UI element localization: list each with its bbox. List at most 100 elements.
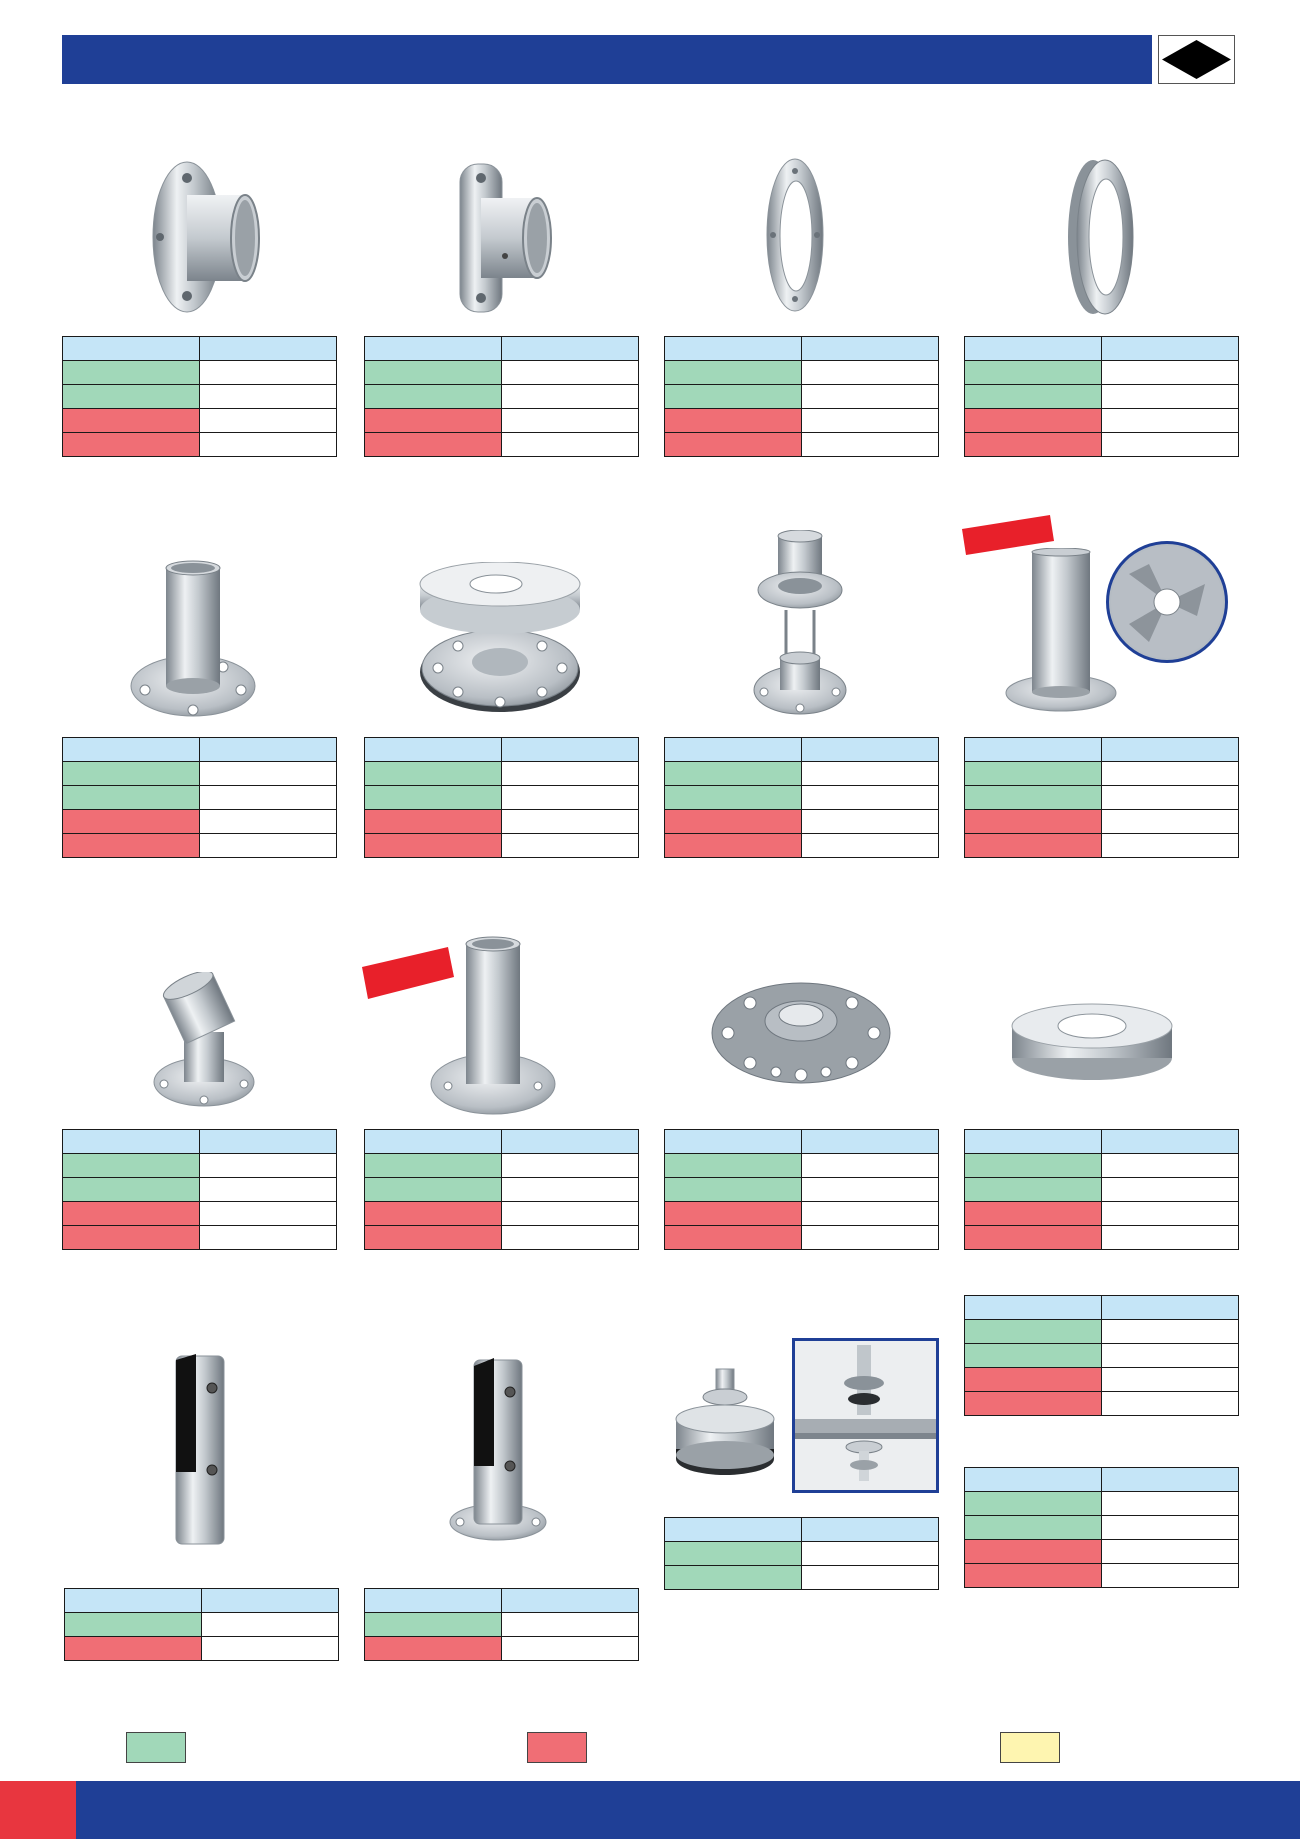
table-value-cell [199,336,337,361]
table-value-cell [501,408,639,433]
table-row [62,833,337,858]
table-row [664,1177,939,1202]
table-label-cell [664,1129,802,1154]
table-label-cell [364,1129,502,1154]
table-label-cell [64,1612,202,1637]
table-label-cell [664,833,802,858]
table-header-row [964,1129,1239,1154]
table-row [64,1636,339,1661]
table-row [364,1177,639,1202]
table-label-cell [964,833,1102,858]
table-label-cell [664,408,802,433]
table-label-cell [664,1225,802,1250]
base-plate-icon [710,975,892,1087]
table-label-cell [964,1343,1102,1368]
table-row [964,1491,1239,1516]
legend-yellow-swatch [1000,1732,1060,1763]
table-value-cell [199,408,337,433]
legend-red-swatch [527,1732,587,1763]
round-base-plate-spec-table [664,1129,939,1250]
table-row [62,384,337,409]
table-label-cell [664,336,802,361]
table-label-cell [964,432,1102,457]
table-label-cell [64,1588,202,1613]
table-value-cell [801,384,939,409]
table-value-cell [801,1517,939,1542]
table-label-cell [364,1153,502,1178]
table-label-cell [664,785,802,810]
levelling-screw-spec-table [664,1517,939,1590]
table-label-cell [364,1177,502,1202]
table-value-cell [501,1201,639,1226]
header-logo [1158,35,1235,84]
table-row [664,1153,939,1178]
oval-flange-icon [455,158,555,316]
glass-spigot-base-icon [448,1356,548,1544]
table-row [964,1319,1239,1344]
black-diamond-icon [1162,40,1231,79]
table-row [964,1539,1239,1564]
table-value-cell [199,809,337,834]
table-label-cell [964,1319,1102,1344]
thick-flange-ring-spec-table [964,336,1239,457]
table-row [364,1201,639,1226]
table-label-cell [62,1225,200,1250]
table-label-cell [62,1153,200,1178]
table-row [364,833,639,858]
glass-spigot-core-spec-table [64,1588,339,1661]
table-row [664,1201,939,1226]
table-label-cell [62,1129,200,1154]
table-label-cell [964,1129,1102,1154]
table-value-cell [1101,1319,1239,1344]
table-header-row [964,1467,1239,1492]
table-value-cell [201,1588,339,1613]
table-row [964,1225,1239,1250]
table-value-cell [501,1153,639,1178]
table-row [364,761,639,786]
table-label-cell [964,1177,1102,1202]
table-value-cell [501,833,639,858]
table-value-cell [801,1153,939,1178]
table-label-cell [964,360,1102,385]
table-label-cell [964,1201,1102,1226]
table-value-cell [199,785,337,810]
table-value-cell [1101,1201,1239,1226]
table-value-cell [199,833,337,858]
table-label-cell [364,1588,502,1613]
table-header-row [62,1129,337,1154]
thick-ring-icon [1063,156,1138,318]
table-label-cell [664,1565,802,1590]
table-row [62,432,337,457]
table-value-cell [1101,1129,1239,1154]
table-value-cell [1101,1177,1239,1202]
table-value-cell [501,1636,639,1661]
table-value-cell [1101,1491,1239,1516]
table-value-cell [501,384,639,409]
table-header-row [64,1588,339,1613]
glass-spigot-flange-spec-table [364,1588,639,1661]
table-label-cell [64,1636,202,1661]
table-label-cell [364,384,502,409]
table-label-cell [964,1515,1102,1540]
red-badge [362,947,454,999]
table-value-cell [801,785,939,810]
table-row [62,809,337,834]
table-label-cell [964,1295,1102,1320]
table-value-cell [801,336,939,361]
table-label-cell [62,737,200,762]
table-value-cell [501,336,639,361]
table-value-cell [1101,432,1239,457]
table-value-cell [1101,1563,1239,1588]
table-label-cell [964,785,1102,810]
table-value-cell [201,1636,339,1661]
table-label-cell [62,1177,200,1202]
table-value-cell [1101,1225,1239,1250]
table-header-row [62,336,337,361]
extra-table-a-spec-table [964,1295,1239,1416]
table-header-row [364,336,639,361]
table-label-cell [62,432,200,457]
table-value-cell [1101,1467,1239,1492]
table-label-cell [964,384,1102,409]
table-value-cell [801,809,939,834]
table-row [964,809,1239,834]
